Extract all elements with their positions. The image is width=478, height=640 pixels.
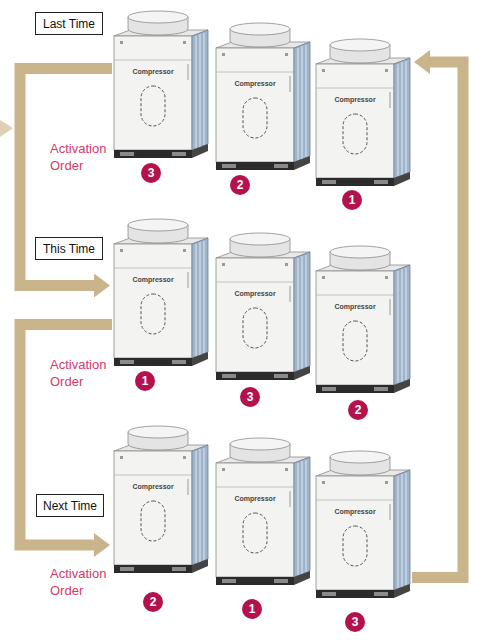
part-label: Compressor xyxy=(216,80,294,87)
part-label: Compressor xyxy=(316,303,394,310)
time-label: Last Time xyxy=(43,17,95,31)
part-label: Compressor xyxy=(114,483,192,490)
part-label: Compressor xyxy=(114,276,192,283)
order-badge: 1 xyxy=(342,190,362,210)
outdoor-unit: Compressor xyxy=(112,218,210,368)
unit-illustration xyxy=(314,38,412,188)
order-number: 2 xyxy=(237,178,244,192)
activation-order-label: Activation Order xyxy=(50,356,114,390)
order-badge: 1 xyxy=(242,599,262,619)
order-badge: 1 xyxy=(135,371,155,391)
arrow-fragment xyxy=(0,120,13,137)
rotation-arrow xyxy=(412,62,463,578)
outdoor-unit: Compressor xyxy=(214,437,312,587)
time-tag: Next Time xyxy=(36,494,104,517)
unit-illustration xyxy=(112,218,210,368)
rotation-arrow xyxy=(20,69,112,286)
time-tag: This Time xyxy=(35,237,103,260)
outdoor-unit: Compressor xyxy=(112,425,210,575)
unit-illustration xyxy=(314,245,412,395)
part-label: Compressor xyxy=(216,495,294,502)
time-label: This Time xyxy=(43,242,95,256)
part-label: Compressor xyxy=(316,96,394,103)
order-badge: 3 xyxy=(141,163,161,183)
part-label: Compressor xyxy=(316,508,394,515)
unit-illustration xyxy=(214,22,312,172)
order-number: 3 xyxy=(352,615,359,629)
order-badge: 3 xyxy=(345,612,365,632)
part-label: Compressor xyxy=(216,290,294,297)
order-badge: 2 xyxy=(348,400,368,420)
order-number: 2 xyxy=(355,403,362,417)
activation-order-label: Activation Order xyxy=(50,140,114,174)
outdoor-unit: Compressor xyxy=(214,22,312,172)
activation-order-label: Activation Order xyxy=(50,565,114,599)
outdoor-unit: Compressor xyxy=(314,38,412,188)
unit-illustration xyxy=(214,232,312,382)
order-badge: 2 xyxy=(230,175,250,195)
unit-illustration xyxy=(112,10,210,160)
outdoor-unit: Compressor xyxy=(214,232,312,382)
order-badge: 2 xyxy=(143,592,163,612)
unit-illustration xyxy=(112,425,210,575)
outdoor-unit: Compressor xyxy=(314,245,412,395)
order-number: 3 xyxy=(247,390,254,404)
unit-illustration xyxy=(314,450,412,600)
order-number: 3 xyxy=(148,166,155,180)
order-number: 1 xyxy=(249,602,256,616)
part-label: Compressor xyxy=(114,68,192,75)
time-tag: Last Time xyxy=(35,12,103,35)
outdoor-unit: Compressor xyxy=(314,450,412,600)
order-number: 2 xyxy=(150,595,157,609)
time-label: Next Time xyxy=(43,499,97,513)
outdoor-unit: Compressor xyxy=(112,10,210,160)
order-number: 1 xyxy=(142,374,149,388)
order-badge: 3 xyxy=(240,387,260,407)
unit-illustration xyxy=(214,437,312,587)
order-number: 1 xyxy=(349,193,356,207)
